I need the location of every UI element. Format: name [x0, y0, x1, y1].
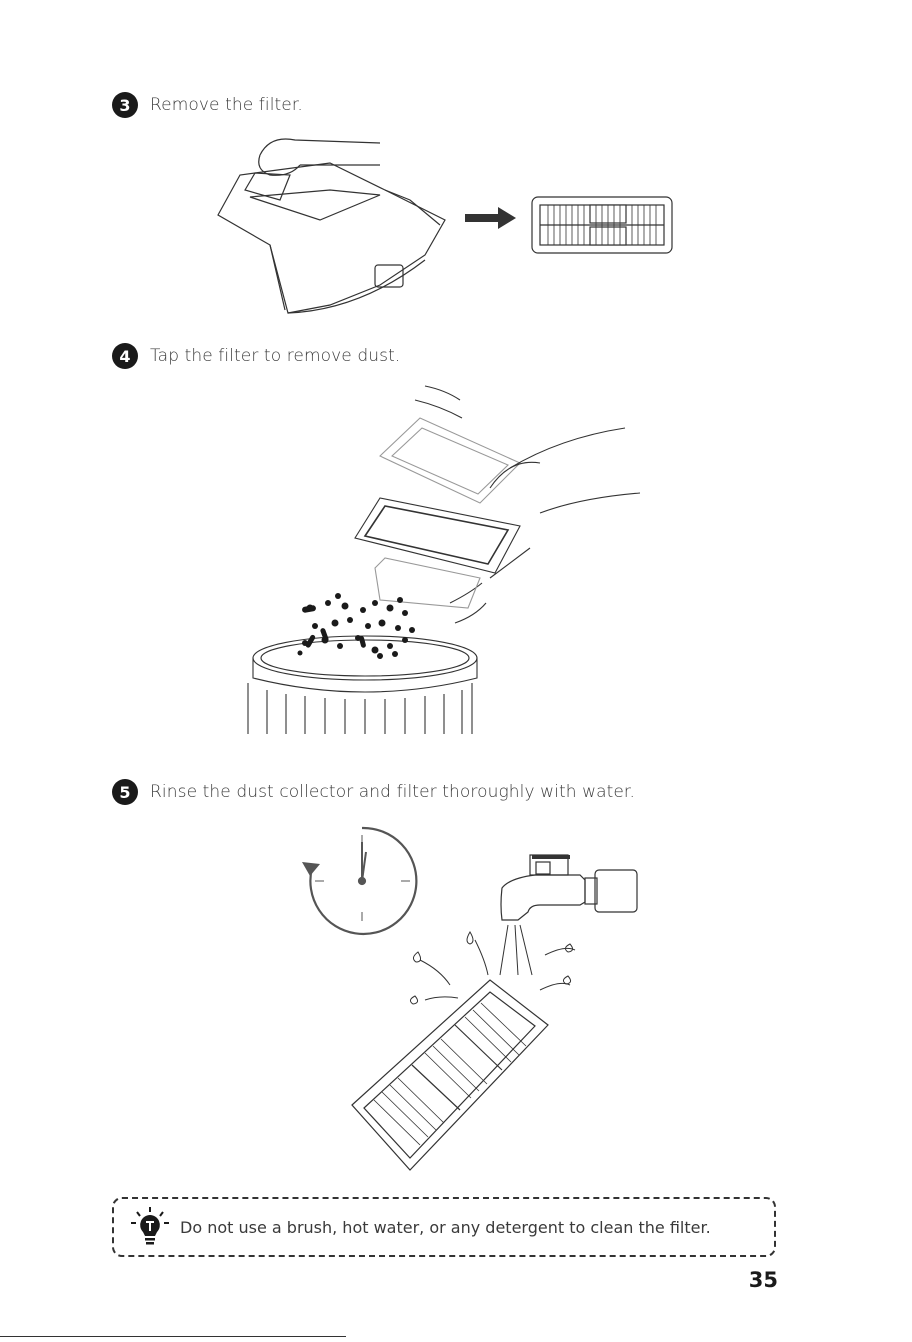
step-number-badge: 5 [112, 779, 138, 805]
lightbulb-icon [128, 1205, 172, 1249]
tip-note: Do not use a brush, hot water, or any de… [112, 1197, 776, 1257]
rinse-illustration [290, 820, 650, 1180]
step-number-badge: 4 [112, 343, 138, 369]
step-number-badge: 3 [112, 92, 138, 118]
filter-icon [352, 980, 548, 1170]
clock-icon [302, 828, 416, 934]
step-instruction: Rinse the dust collector and filter thor… [150, 782, 635, 802]
faucet-icon [501, 855, 637, 920]
step-instruction: Tap the filter to remove dust. [150, 346, 400, 366]
step-instruction: Remove the filter. [150, 95, 303, 115]
remove-filter-illustration [210, 135, 690, 330]
filter-icon [532, 197, 672, 253]
tip-text: Do not use a brush, hot water, or any de… [180, 1218, 711, 1237]
arrow-right-icon [465, 207, 516, 229]
tap-filter-illustration [240, 378, 660, 738]
step-3: 3 Remove the filter. [112, 92, 303, 118]
divider [0, 1336, 346, 1337]
step-5: 5 Rinse the dust collector and filter th… [112, 779, 635, 805]
page-number: 35 [749, 1268, 778, 1292]
step-4: 4 Tap the filter to remove dust. [112, 343, 400, 369]
